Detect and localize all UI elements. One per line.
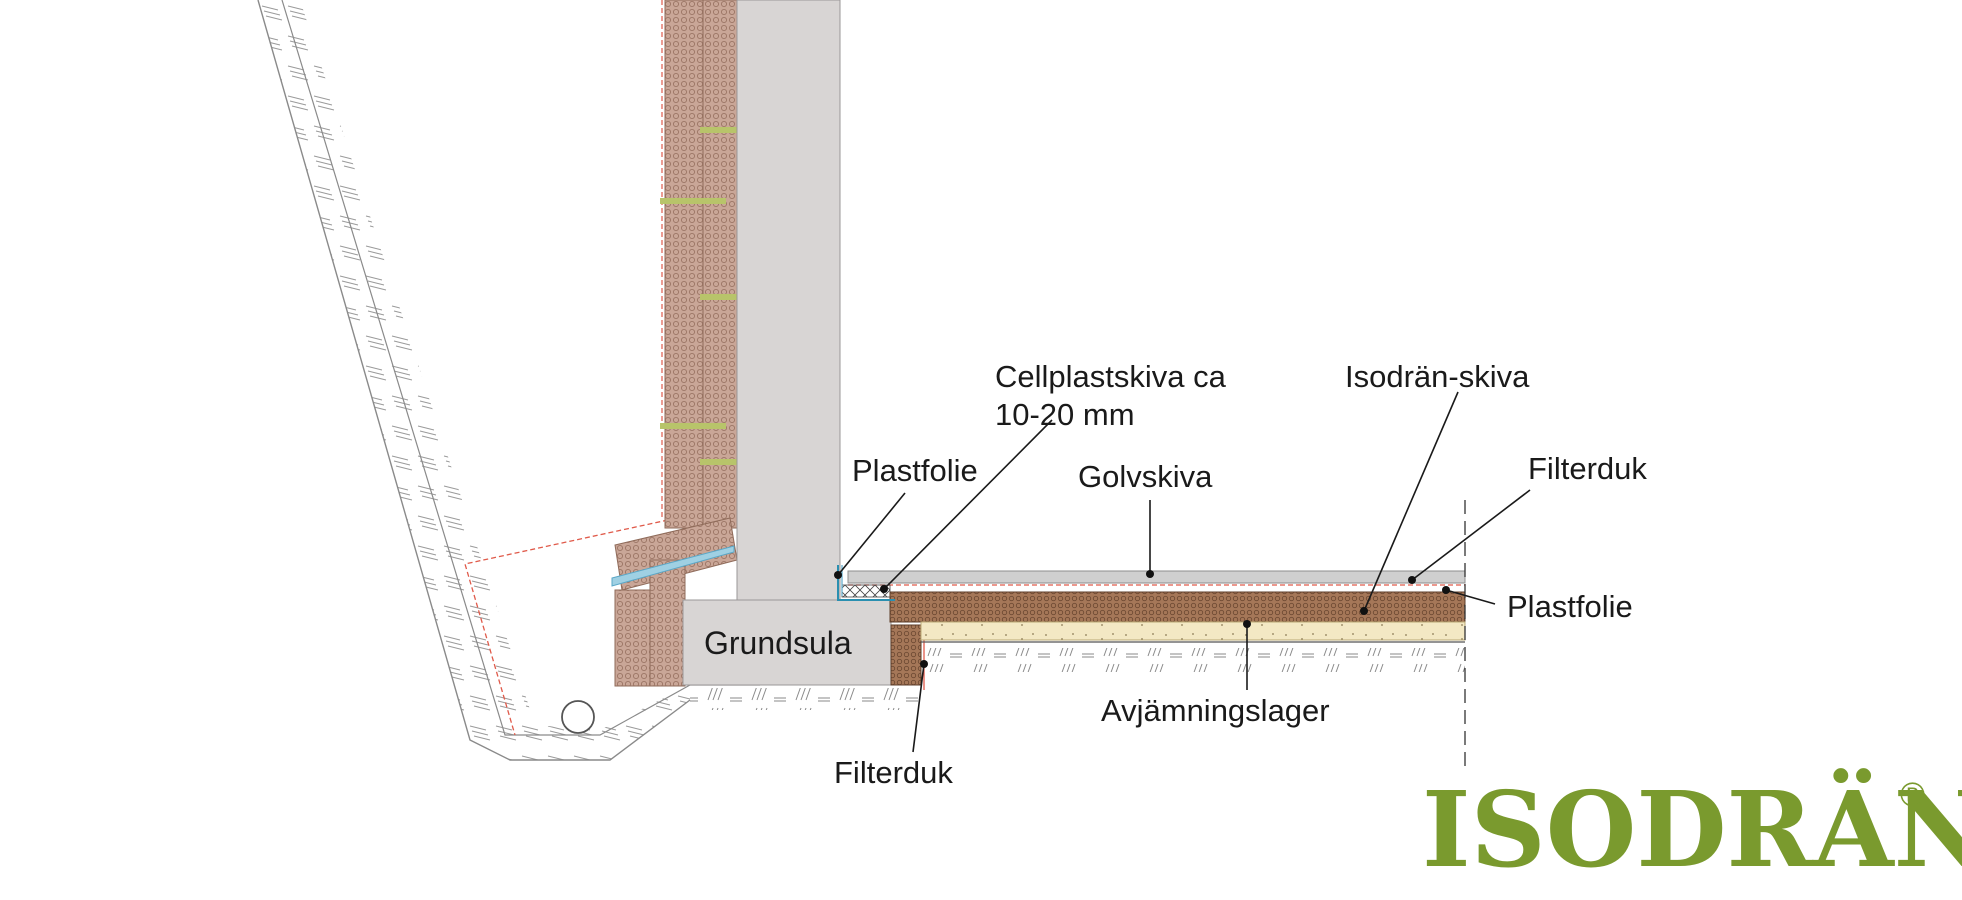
label-golvskiva: Golvskiva [1078, 459, 1213, 494]
footing-grundsula [682, 599, 892, 686]
wall-insulation [611, 0, 738, 687]
label-plastfolie-right: Plastfolie [1507, 589, 1633, 624]
golvskiva-layer [847, 570, 1466, 584]
avjamningslager-layer [920, 621, 1466, 641]
excavation-ground [257, 0, 920, 761]
label-cellplastskiva-line1: Cellplastskiva ca [995, 359, 1227, 394]
edge-isodran-block [890, 624, 922, 686]
drain-pipe [561, 700, 595, 734]
isodran-board-layer [889, 591, 1466, 623]
label-avjamningslager: Avjämningslager [1101, 693, 1330, 728]
label-plastfolie-wall: Plastfolie [852, 453, 978, 488]
label-cellplastskiva-line2: 10-20 mm [995, 397, 1135, 432]
wall-anchors [660, 127, 746, 465]
isodran-logo: ISODRÄN ® [1422, 767, 1962, 891]
ground-under-slab [925, 648, 1465, 672]
label-isodran-skiva: Isodrän-skiva [1345, 359, 1530, 394]
label-grundsula: Grundsula [704, 625, 852, 661]
logo-wordmark: ISODRÄN [1422, 767, 1962, 891]
floor-buildup [837, 565, 1466, 672]
concrete-wall [736, 0, 841, 601]
logo-registered-mark: ® [1900, 776, 1925, 814]
label-filterduk-right: Filterduk [1528, 451, 1647, 486]
leader-lines [834, 391, 1531, 753]
label-filterduk-bottom: Filterduk [834, 755, 953, 790]
